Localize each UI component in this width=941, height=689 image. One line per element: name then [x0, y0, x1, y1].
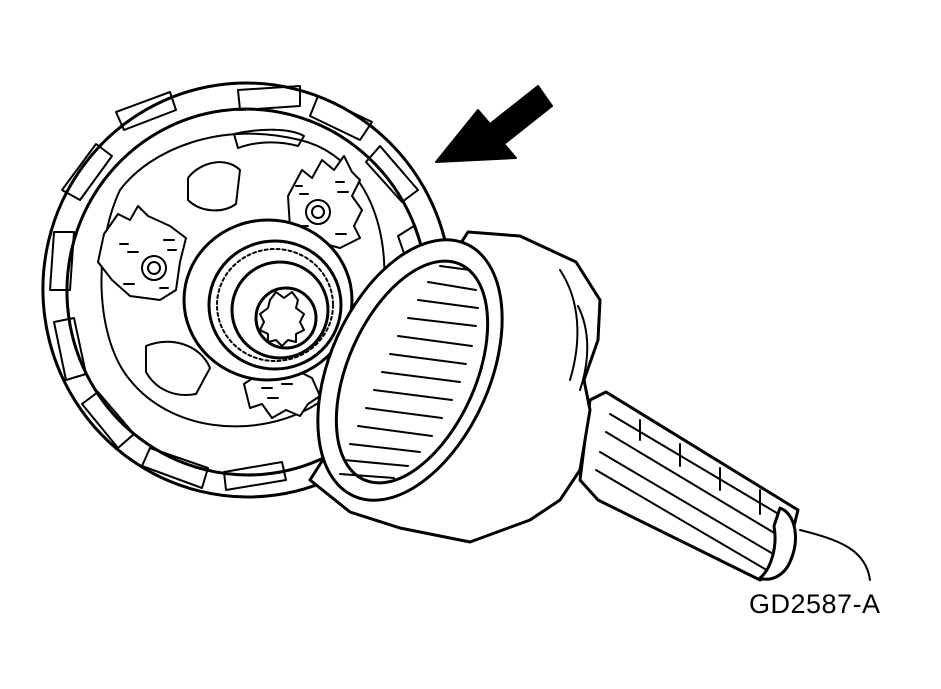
ring-gear-output-shaft — [308, 230, 800, 582]
output-shaft — [578, 390, 800, 582]
shaft-splines — [595, 413, 793, 573]
planetary-carrier-assembly — [41, 81, 453, 499]
label-leader-line — [799, 529, 871, 581]
ring-gear-teeth — [339, 265, 479, 479]
rim-slots — [49, 85, 433, 491]
figure-label: GD2587-A — [749, 589, 881, 619]
sun-gear-hub — [182, 218, 354, 382]
indicator-arrow — [435, 85, 553, 163]
planet-gear-left — [97, 205, 187, 301]
